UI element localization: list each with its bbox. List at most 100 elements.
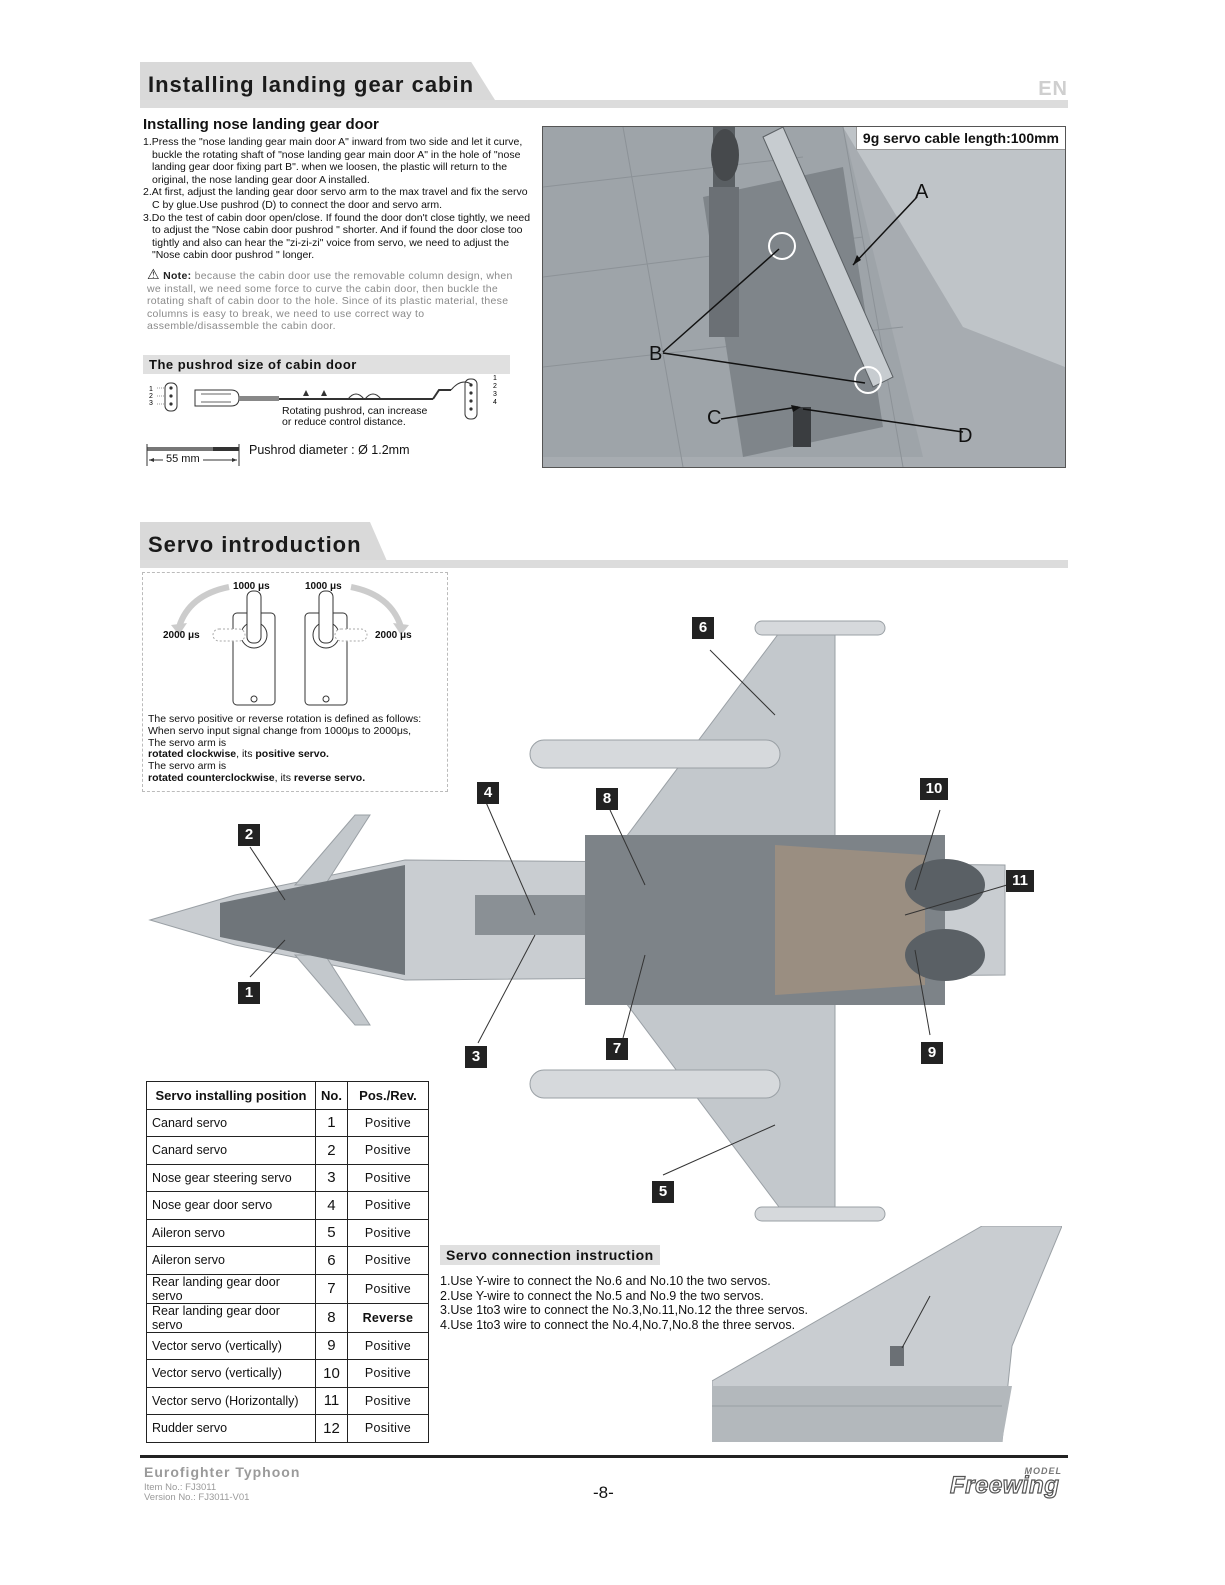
clevis-icon: [194, 389, 240, 407]
page-number: -8-: [593, 1483, 614, 1502]
servo-number-cell: 3: [315, 1163, 348, 1192]
definition-line: rotated counterclockwise, its reverse se…: [148, 771, 366, 784]
arm-hole-label: 2: [493, 383, 497, 390]
servo-position-cell: Nose gear door servo: [146, 1191, 316, 1220]
install-steps: 1.Press the "nose landing gear main door…: [143, 136, 535, 262]
servo-number-cell: 5: [315, 1218, 348, 1247]
table-header: Pos./Rev.: [346, 1081, 429, 1110]
servo-badge-11: 11: [1006, 870, 1034, 892]
brand-sup: MODEL: [1024, 1466, 1062, 1476]
definition-line: The servo positive or reverse rotation i…: [148, 713, 422, 725]
servo-badge-5: 5: [652, 1181, 674, 1203]
servo-badge-10: 10: [920, 778, 948, 800]
arm-hole-label: 4: [493, 399, 497, 406]
servo-direction-cell: Reverse: [346, 1302, 429, 1333]
pushrod-length: 55 mm: [163, 453, 203, 465]
servo-direction-cell: Positive: [346, 1163, 429, 1192]
servo-direction-cell: Positive: [346, 1191, 429, 1220]
servo-direction-cell: Positive: [346, 1273, 429, 1304]
photo-caption: 9g servo cable length:100mm: [855, 127, 1065, 150]
servo-number-cell: 6: [315, 1246, 348, 1275]
photo-label-c: C: [707, 407, 722, 429]
servo-badge-2: 2: [238, 824, 260, 846]
servo-position-cell: Rear landing gear door servo: [146, 1302, 316, 1333]
install-step: 3.Do the test of cabin door open/close. …: [143, 211, 531, 262]
servo-position-cell: Rudder servo: [146, 1414, 316, 1443]
tail-fin-illustration: [712, 1226, 1062, 1442]
servo-direction-cell: Positive: [346, 1136, 429, 1165]
warning-icon: ⚠: [147, 266, 160, 282]
connection-title: Servo connection instruction: [440, 1245, 660, 1265]
servo-direction-cell: Positive: [346, 1246, 429, 1275]
landing-gear-photo: 9g servo cable length:100mm A B C D: [542, 126, 1066, 468]
servo-number-cell: 7: [315, 1273, 348, 1304]
section-header-servo: Servo introduction: [140, 522, 1068, 568]
definition-line: rotated clockwise, its positive servo.: [148, 748, 329, 761]
servo-direction-cell: Positive: [346, 1414, 429, 1443]
arm-hole-label: 1: [493, 375, 497, 382]
arm-hole-label: 1: [149, 386, 153, 393]
servo-number-cell: 2: [315, 1136, 348, 1165]
connection-step: 4.Use 1to3 wire to connect the No.4,No.7…: [440, 1317, 796, 1332]
servo-number-cell: 12: [315, 1414, 348, 1443]
servo-number-cell: 1: [315, 1108, 348, 1137]
aircraft-top-view: [148, 620, 1008, 1222]
servo-badge-7: 7: [606, 1038, 628, 1060]
note-block: ⚠ Note: because the cabin door use the r…: [147, 266, 527, 333]
servo-position-table: Servo installing position No. Pos./Rev. …: [146, 1081, 429, 1443]
pulse-label: 2000 μs: [375, 630, 412, 641]
install-step: 1.Press the "nose landing gear main door…: [143, 136, 523, 186]
table-header: No.: [315, 1081, 348, 1110]
servo-position-cell: Vector servo (vertically): [146, 1359, 316, 1388]
arm-hole-label: 3: [149, 400, 153, 407]
footer-item-no: Item No.: FJ3011: [144, 1482, 217, 1493]
servo-position-cell: Canard servo: [146, 1108, 316, 1137]
servo-position-cell: Aileron servo: [146, 1246, 316, 1275]
servo-number-cell: 10: [315, 1359, 348, 1388]
subsection-title: Installing nose landing gear door: [143, 116, 379, 133]
servo-badge-1: 1: [238, 982, 260, 1004]
servo-badge-6: 6: [692, 617, 714, 639]
arm-hole-label: 2: [149, 393, 153, 400]
servo-position-cell: Canard servo: [146, 1136, 316, 1165]
servo-badge-9: 9: [921, 1042, 943, 1064]
definition-line: The servo arm is: [148, 736, 227, 749]
connection-steps: 1.Use Y-wire to connect the No.6 and No.…: [440, 1274, 808, 1332]
note-label: Note:: [163, 270, 192, 282]
servo-number-cell: 11: [315, 1386, 348, 1415]
servo-position-cell: Vector servo (Horizontally): [146, 1386, 316, 1415]
pushrod-diagram: 1 2 3 1 2 3 4: [146, 375, 497, 466]
note-text: because the cabin door use the removable…: [147, 270, 513, 333]
rotating-note-line: or reduce control distance.: [282, 416, 406, 428]
rotation-arrow-icon: [176, 584, 230, 629]
servo-arm-left-icon: [164, 382, 178, 412]
section-header-landing-gear: Installing landing gear cabin EN: [140, 62, 1068, 108]
section-title: Servo introduction: [148, 532, 362, 557]
pushrod-diameter: Pushrod diameter : Ø 1.2mm: [249, 443, 410, 457]
rotating-pushrod-note: Rotating pushrod, can increase or reduce…: [282, 406, 427, 428]
servo-direction-cell: Positive: [346, 1218, 429, 1247]
servo-arm-right-icon: [450, 378, 478, 420]
servo-badge-4: 4: [477, 782, 499, 804]
rotating-note-line: Rotating pushrod, can increase: [282, 405, 428, 417]
servo-number-cell: 8: [315, 1302, 348, 1333]
language-tag: EN: [1038, 78, 1068, 100]
landing-gear-illustration: [543, 127, 1065, 467]
section-title: Installing landing gear cabin: [148, 72, 475, 97]
servo-direction-cell: Positive: [346, 1386, 429, 1415]
servo-right-icon: [304, 590, 368, 706]
connection-step: 2.Use Y-wire to connect the No.5 and No.…: [440, 1288, 764, 1303]
photo-label-a: A: [915, 181, 929, 203]
install-step: 2.At first, adjust the landing gear door…: [143, 186, 528, 211]
servo-left-icon: [212, 590, 276, 706]
servo-badge-3: 3: [465, 1046, 487, 1068]
brand-name: Freewing: [949, 1471, 1060, 1499]
